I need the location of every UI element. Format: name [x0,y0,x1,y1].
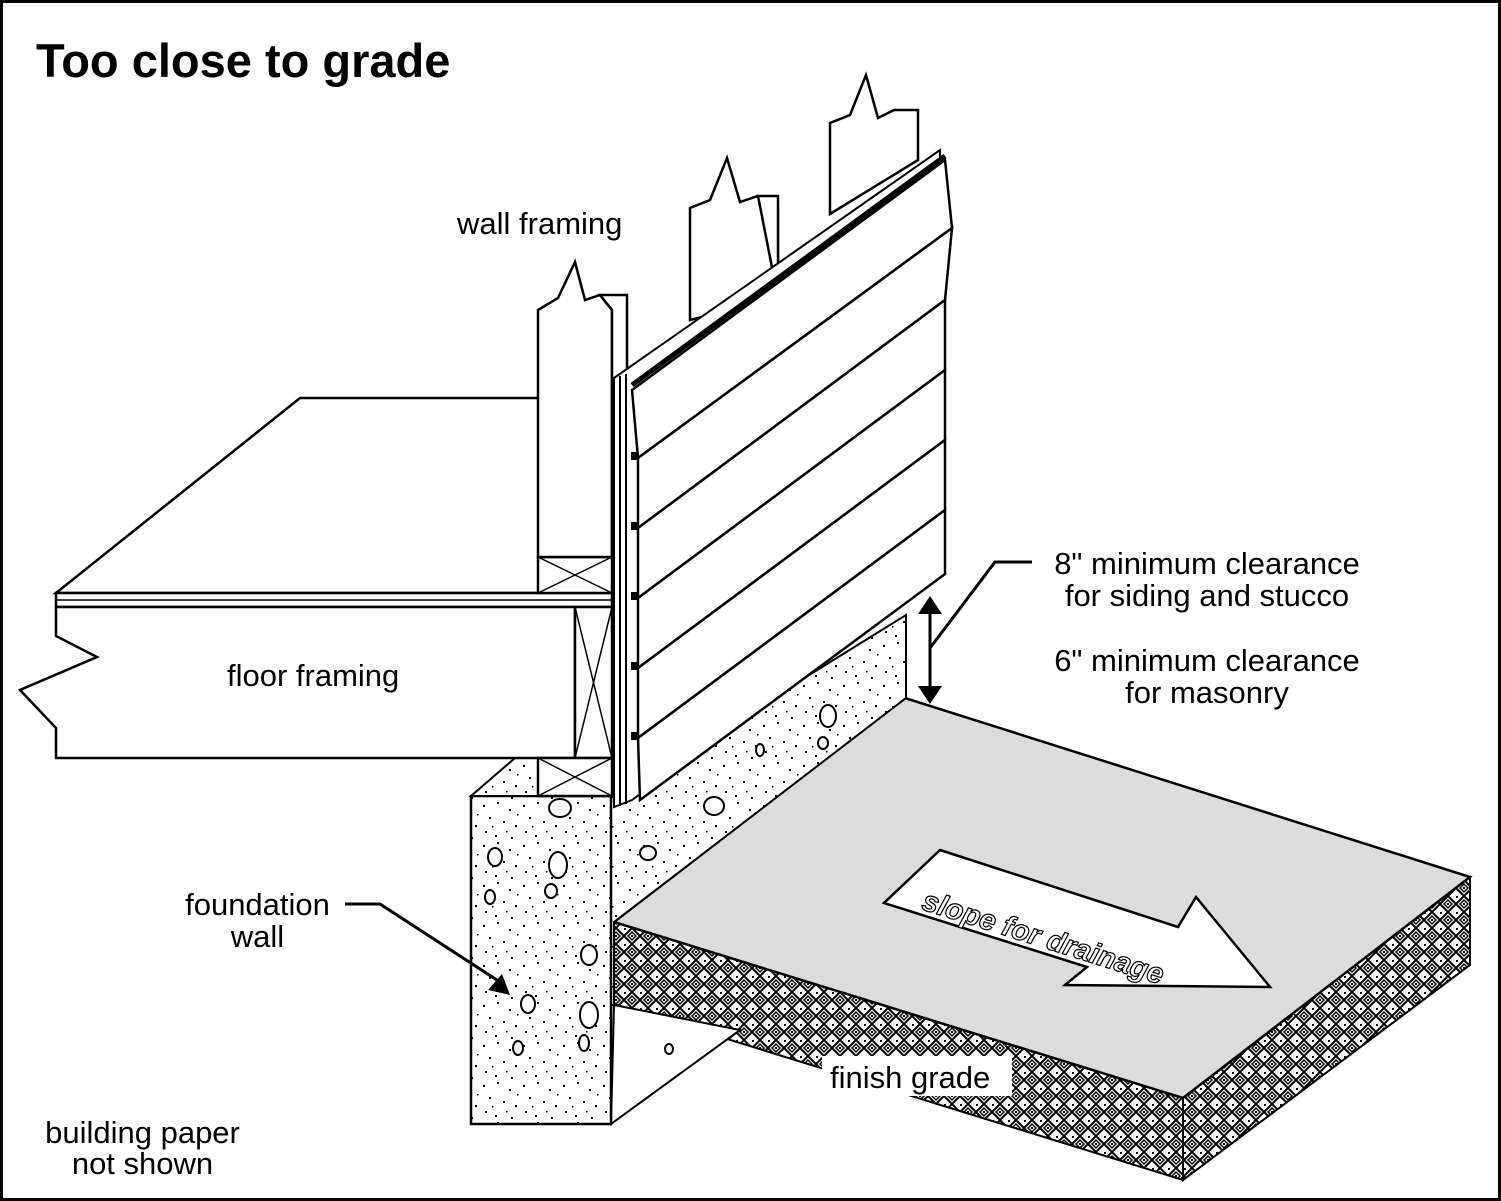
clearance-siding-label-line2: for siding and stucco [1064,578,1350,613]
foundation-wall-label-line1: foundation [185,887,330,922]
clearance-leader [928,560,1032,649]
wall-framing-label: wall framing [457,206,623,241]
diagram-title: Too close to grade [36,34,451,87]
siding-nail-heads [631,452,638,740]
finish-grade-label: finish grade [830,1060,991,1095]
foundation-leader-arrow [488,974,510,995]
clearance-masonry-label-line1: 6" minimum clearance [1054,643,1360,678]
siding-boards [630,157,954,803]
building-paper-label-line1: building paper [45,1115,240,1150]
building-paper-label-line2: not shown [71,1146,214,1181]
foundation-wall-label-line2: wall [230,919,285,954]
concrete-aggregate [484,704,837,1056]
clearance-arrow-top [918,596,942,614]
clearance-siding-label-line1: 8" minimum clearance [1054,546,1360,581]
clearance-masonry-label-line2: for masonry [1125,675,1289,710]
foundation-bottom-face [609,1003,743,1127]
floor-framing-label: floor framing [227,658,400,693]
subfloor-top [52,396,542,595]
finish-grade-label-bg [822,1056,1012,1096]
clearance-arrow-bottom [918,686,942,704]
slope-arrow [881,848,1273,989]
foundation-leader [345,902,501,984]
